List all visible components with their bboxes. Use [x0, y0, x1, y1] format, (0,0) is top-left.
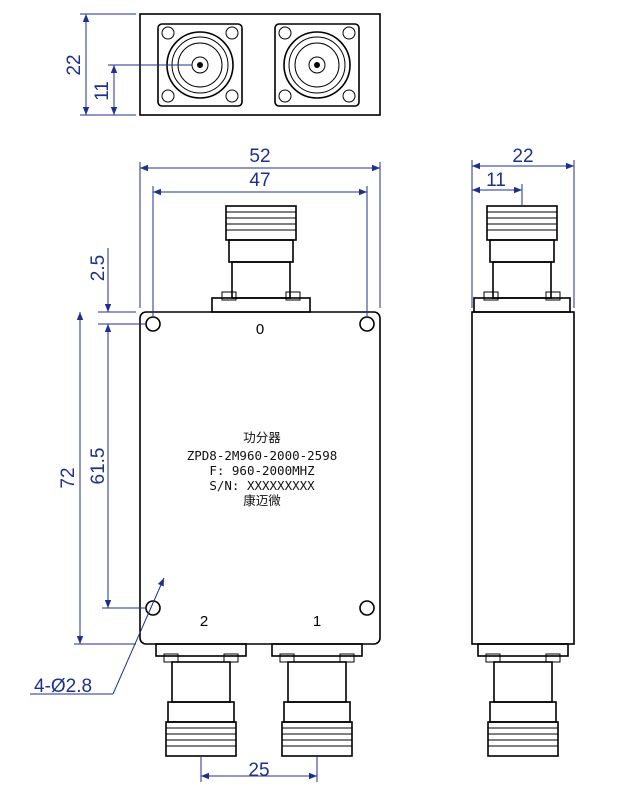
front-connector-bottom-left [155, 643, 247, 757]
mount-hole-top-left [145, 316, 161, 332]
dim-front-width-holes: 47 [249, 170, 270, 191]
label-model: ZPD8-2M960-2000-2598 [187, 448, 338, 463]
side-connector-top [473, 205, 571, 313]
top-connector-left [157, 23, 243, 107]
dim-front-hole-offset: 2.5 [88, 255, 109, 281]
product-label: 功分器 ZPD8-2M960-2000-2598 F: 960-2000MHZ … [187, 430, 338, 508]
side-view: 22 11 [471, 146, 575, 757]
side-connector-bottom [477, 643, 569, 757]
label-brand: 康迈微 [243, 493, 281, 508]
front-view: 0 2 1 功分器 ZPD8-2M960-2000-2598 F: 960-20… [30, 146, 381, 782]
port-label-left: 2 [200, 613, 208, 630]
dim-side-width: 22 [512, 146, 533, 167]
mount-hole-top-right [359, 316, 375, 332]
port-label-input: 0 [256, 321, 264, 338]
front-connector-bottom-right [271, 643, 363, 757]
dim-front-height: 72 [58, 467, 79, 488]
dim-side-offset: 11 [486, 170, 506, 191]
dim-front-hole-spacing: 61.5 [88, 448, 109, 485]
top-connector-right [274, 23, 360, 107]
side-view-body [471, 311, 575, 645]
label-serial: S/N: XXXXXXXXX [209, 478, 315, 493]
top-view: 22 11 [64, 13, 381, 116]
label-name: 功分器 [243, 430, 281, 445]
front-view-body [139, 311, 381, 645]
dim-front-width-outer: 52 [249, 146, 270, 167]
dim-top-offset: 11 [92, 81, 113, 101]
label-frequency: F: 960-2000MHZ [209, 463, 315, 478]
mount-hole-bottom-right [359, 600, 375, 616]
hole-callout: 4-Ø2.8 [34, 676, 92, 697]
dim-port-spacing: 25 [248, 760, 269, 781]
dim-top-height: 22 [64, 54, 85, 75]
front-connector-top [211, 205, 311, 313]
port-label-right: 1 [313, 613, 321, 630]
